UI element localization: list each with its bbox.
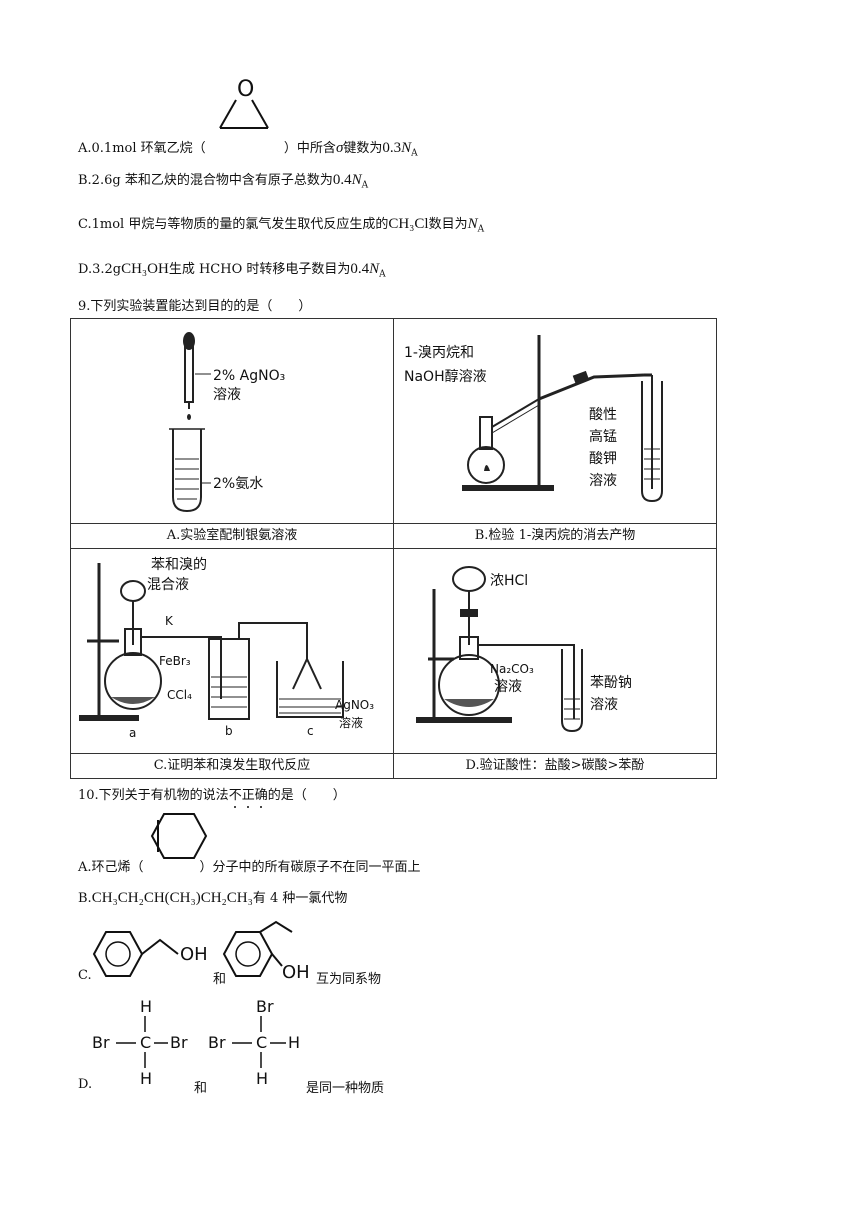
fig-d-label-phenoxide-solution: 溶液 [590,697,618,713]
epoxide-o-label: O [237,77,254,102]
dibromomethane-structure-2: Br Br C H H [208,994,308,1094]
hexane-formula: CH₃CH₂CH(CH₃)CH₂CH₃ [91,890,253,906]
fig-d-label-solution: 溶液 [494,679,522,695]
fig-a-label-ammonia: 2%氨水 [213,476,263,492]
ethylphenol-oh-label: OH [282,962,310,983]
q10-d-and: 和 [194,1081,208,1096]
svg-text:H: H [140,1069,152,1088]
fig-a-label-solution: 溶液 [213,387,241,403]
q8-option-c: C.1mol 甲烷与等物质的量的氯气发生取代反应生成的CH₃Cl数目为NA [78,216,485,235]
ethylphenol-structure: OH [222,920,318,988]
fig-c-label-ccl4: CCl₄ [167,688,192,702]
fig-c-bromination: 苯和溴的 混合液 K FeBr₃ CCl₄ AgNO₃ 溶液 a b c [71,549,393,753]
benzyl-oh-label: OH [180,944,208,965]
q10-c-and: 和 [213,972,227,987]
epoxide-structure: O [210,77,280,158]
sigma-symbol: σ [335,140,344,156]
fig-c-caption: C.证明苯和溴发生取代反应 [70,753,394,779]
svg-text:H: H [256,1069,268,1088]
fig-d-caption: D.验证酸性：盐酸>碳酸>苯酚 [393,753,717,779]
fig-b-cell: 1-溴丙烷和 NaOH醇溶液 酸性 高锰 酸钾 溶液 [393,318,717,524]
fig-c-cell: 苯和溴的 混合液 K FeBr₃ CCl₄ AgNO₃ 溶液 a b c [70,548,394,754]
q9-stem: 9.下列实验装置能达到目的的是（ ） [78,299,312,314]
fig-c-label-1: 苯和溴的 [151,556,207,573]
q10-option-a: A.环己烯（）分子中的所有碳原子不在同一平面上 [78,860,421,875]
fig-c-label-a: a [129,726,136,740]
q9-apparatus-table: 2% AgNO₃ 溶液 2%氨水 [70,318,717,779]
q10-stem: 10.下列关于有机物的说法不正确的是（ ） [78,784,346,808]
fig-c-label-agno3: AgNO₃ [335,698,374,712]
svg-text:C: C [256,1033,267,1052]
fig-b-label-r4: 溶液 [589,473,617,489]
fig-c-label-k: K [165,614,174,628]
fig-d-label-na2co3: Na₂CO₃ [490,662,534,676]
ch3cl-formula: CH₃Cl [388,216,429,232]
q10-option-d: D. [78,1077,93,1092]
fig-d-cell: 浓HCl Na₂CO₃ 溶液 苯酚钠 溶液 [393,548,717,754]
q10-d-same-substance: 是同一种物质 [306,1081,385,1096]
q10-option-c: C. [78,968,92,983]
ch3oh-formula: CH₃OH [121,261,169,277]
svg-text:H: H [288,1033,300,1052]
fig-b-elimination: 1-溴丙烷和 NaOH醇溶液 酸性 高锰 酸钾 溶液 [394,319,716,523]
fig-b-label-2: NaOH醇溶液 [404,368,487,385]
q8-option-d: D.3.2gCH₃OH生成 HCHO 时转移电子数目为0.4NA [78,261,386,280]
fig-b-label-r3: 酸钾 [589,451,617,467]
svg-text:H: H [140,997,152,1016]
fig-c-label-2: 混合液 [147,577,189,593]
fig-a-label-agno3: 2% AgNO₃ [213,368,285,384]
q8-option-b: B.2.6g 苯和乙炔的混合物中含有原子总数为0.4NA [78,172,369,191]
q8-a-text: A.0.1mol 环氧乙烷（ [78,141,206,156]
svg-text:Br: Br [170,1033,188,1052]
fig-c-label-febr3: FeBr₃ [159,654,191,668]
svg-text:Br: Br [256,997,274,1016]
dibromomethane-structure-1: H Br C Br H [92,994,202,1094]
svg-text:Br: Br [208,1033,226,1052]
fig-b-label-r2: 高锰 [589,428,617,445]
fig-d-acidity: 浓HCl Na₂CO₃ 溶液 苯酚钠 溶液 [394,549,716,753]
fig-d-label-phenoxide: 苯酚钠 [590,674,632,691]
fig-a-cell: 2% AgNO₃ 溶液 2%氨水 [70,318,394,524]
fig-a-silver-ammonia: 2% AgNO₃ 溶液 2%氨水 [71,319,393,523]
fig-b-label-r1: 酸性 [589,407,617,423]
emphasis-not-correct: 不正确 [229,788,268,808]
fig-d-label-hcl: 浓HCl [490,573,528,589]
fig-c-label-solution: 溶液 [339,715,363,730]
benzyl-alcohol-structure: OH [92,926,212,986]
svg-text:Br: Br [92,1033,110,1052]
fig-b-label-1: 1-溴丙烷和 [404,345,474,361]
fig-a-caption: A.实验室配制银氨溶液 [70,523,394,549]
q8-option-a: A.0.1mol 环氧乙烷（ O ）中所含σ键数为0.3NA [78,77,418,159]
fig-c-label-c: c [307,724,314,738]
cyclohexene-structure [150,808,210,868]
q10-c-homologs: 互为同系物 [316,972,382,987]
q10-option-b: B.CH₃CH₂CH(CH₃)CH₂CH₃有 4 种一氯代物 [78,890,348,906]
svg-text:C: C [140,1033,151,1052]
fig-b-caption: B.检验 1-溴丙烷的消去产物 [393,523,717,549]
fig-c-label-b: b [225,724,233,738]
